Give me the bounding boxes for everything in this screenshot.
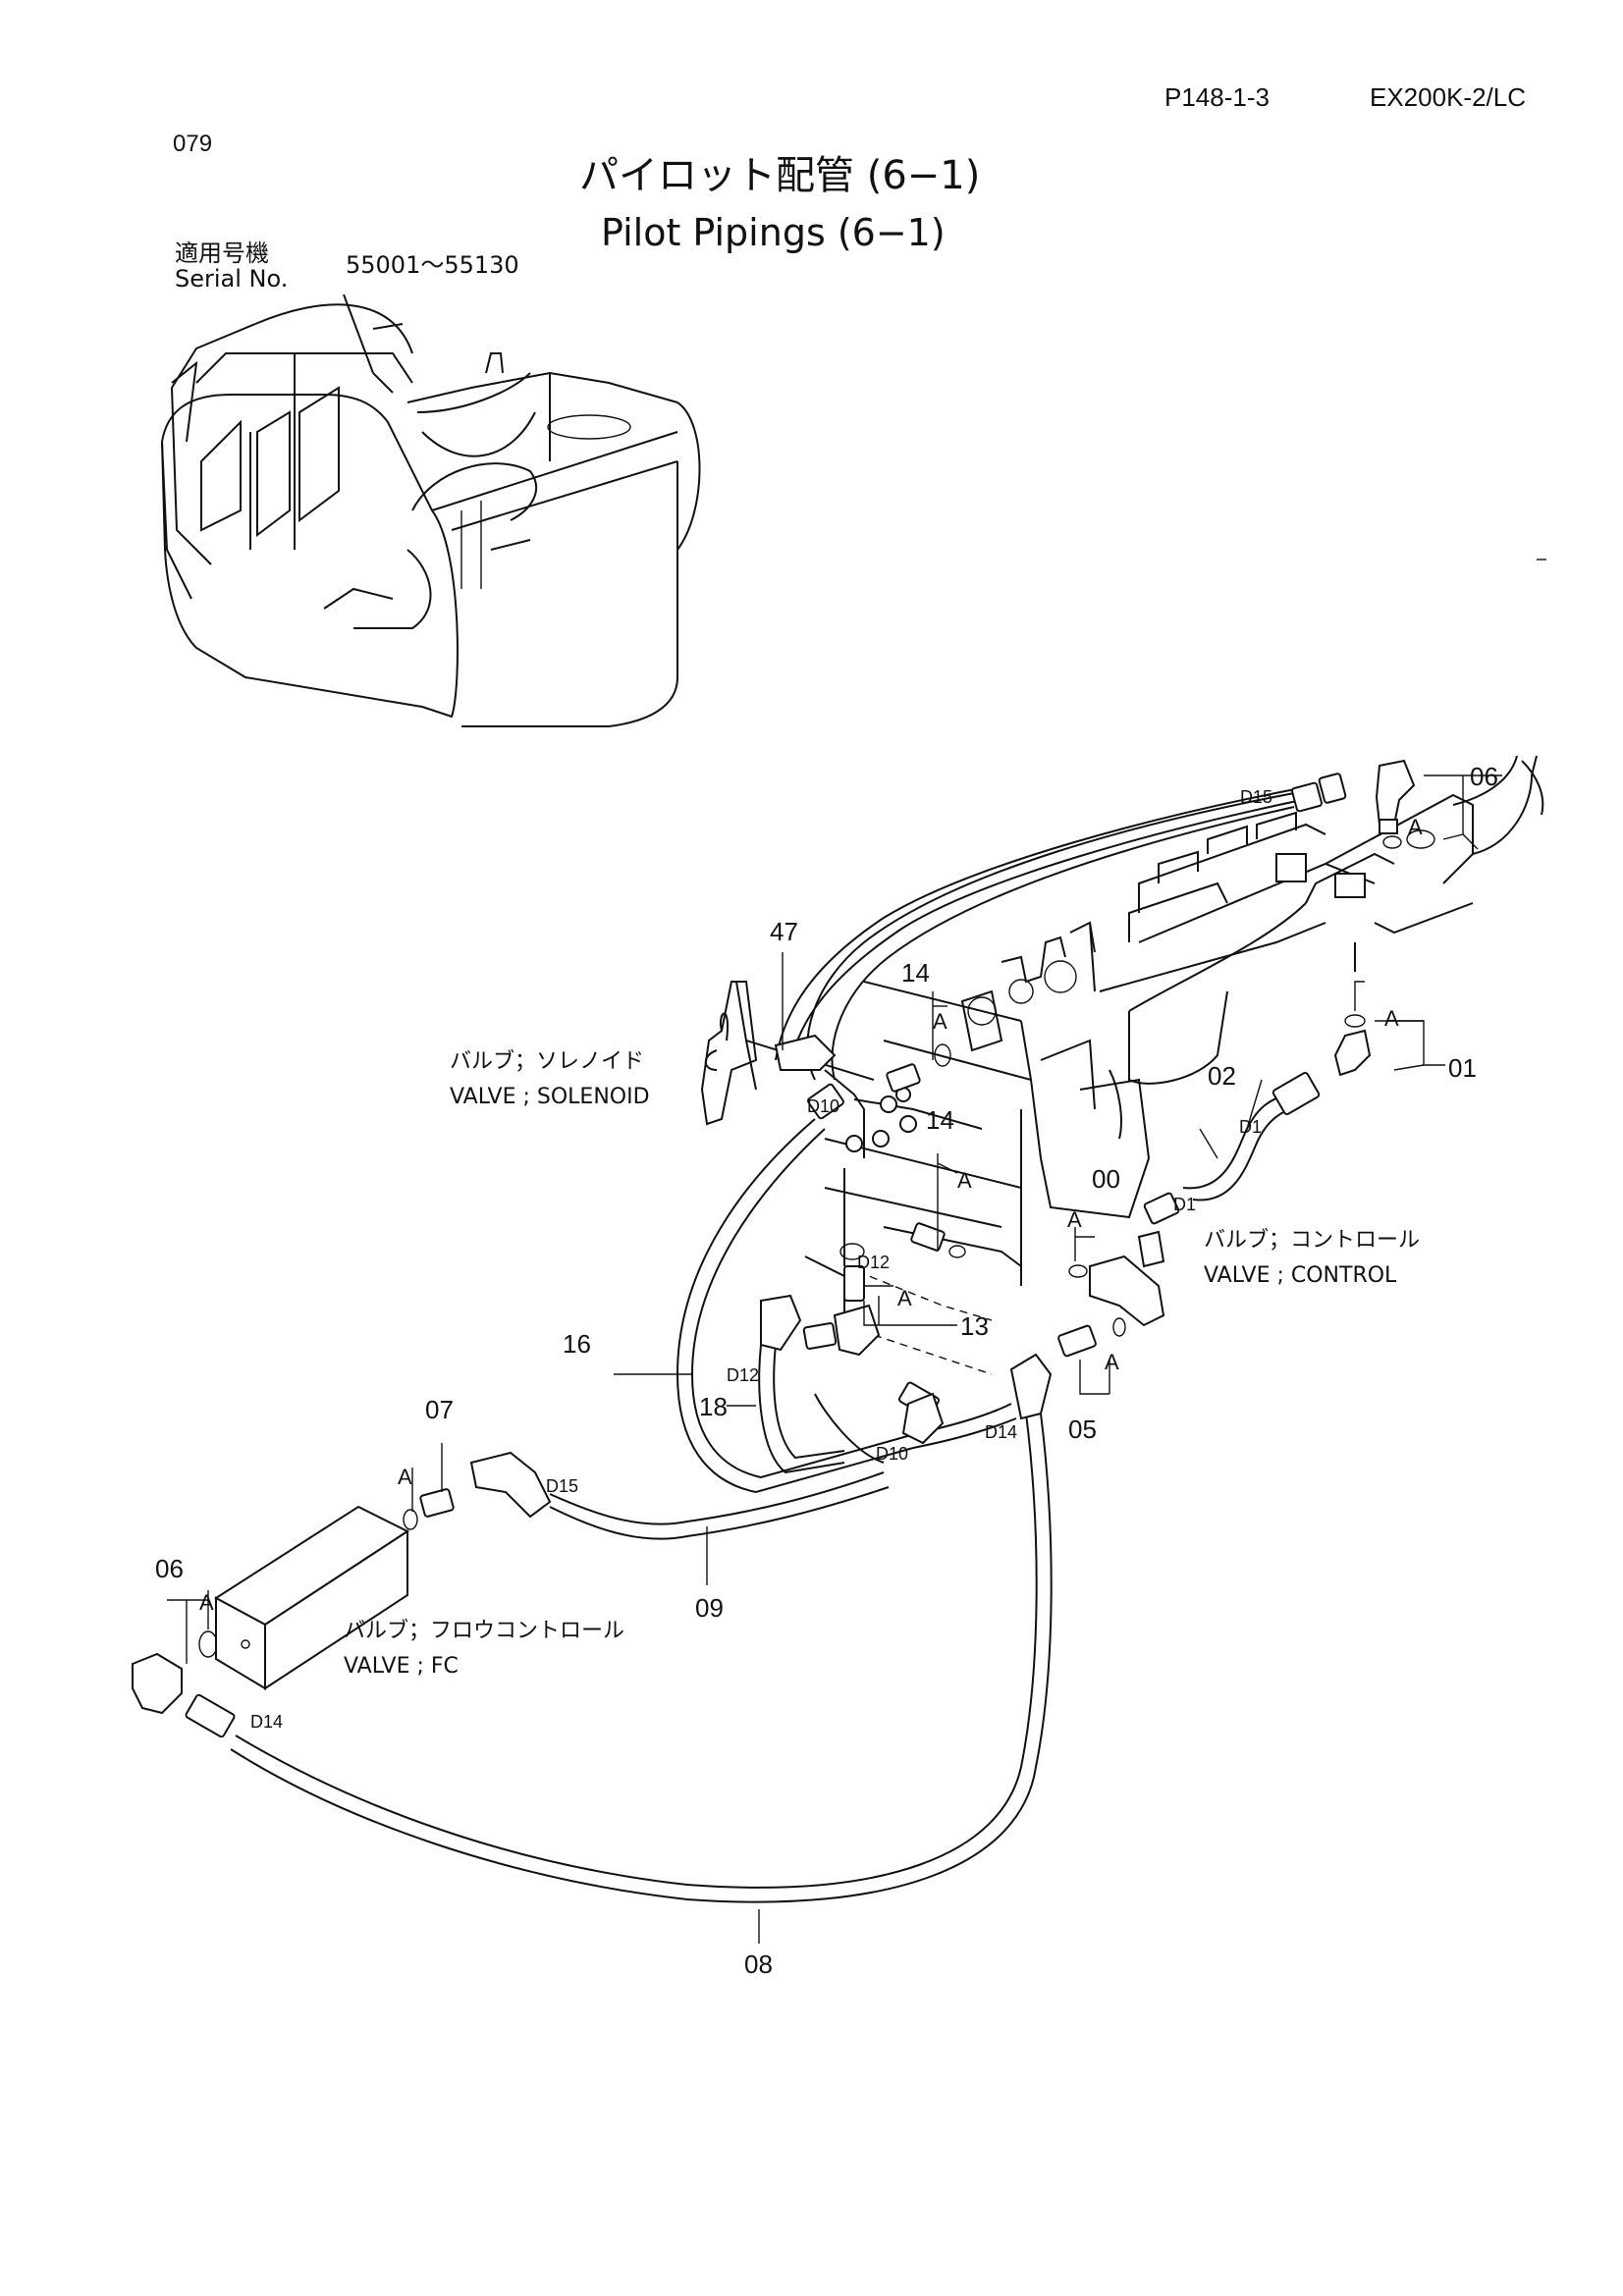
a-mark: A (1105, 1350, 1119, 1374)
callout-01: 01 (1448, 1053, 1477, 1083)
control-valve-assembly (700, 755, 1544, 1375)
tag-d1-b: D1 (1173, 1195, 1196, 1214)
serial-label-jp: 適用号機 (175, 240, 269, 267)
a-mark: A (398, 1465, 412, 1489)
hose-tags: D15 D15 D1 D1 D10 D10 D12 D12 D14 D14 (250, 787, 1272, 1732)
callout-02: 02 (1208, 1061, 1236, 1091)
tag-d10-a: D10 (807, 1096, 839, 1116)
leader-lines (167, 774, 1502, 1944)
serial-range: 55001〜55130 (346, 251, 519, 279)
solenoid-valve-label-en: VALVE ; SOLENOID (450, 1085, 650, 1109)
callout-00: 00 (1092, 1164, 1120, 1194)
solenoid-valve-label-jp: バルブ；ソレノイド (450, 1049, 644, 1074)
callout-06-left: 06 (155, 1554, 184, 1583)
callout-14-lower: 14 (926, 1105, 954, 1135)
callout-47: 47 (770, 917, 798, 946)
a-mark: A (897, 1286, 912, 1310)
excavator-thumbnail (160, 294, 701, 727)
page-code: P148-1-3 (1164, 82, 1270, 112)
callout-18: 18 (699, 1392, 728, 1421)
a-mark: A (1384, 1006, 1399, 1031)
a-mark: A (1408, 815, 1423, 839)
a-marks: A A A A A A A A A (199, 815, 1423, 1615)
a-mark: A (957, 1168, 972, 1193)
a-mark: A (1067, 1207, 1082, 1232)
callouts: 06 01 02 00 05 13 14 14 16 18 47 07 09 0… (155, 762, 1498, 1979)
tag-d12-a: D12 (857, 1253, 890, 1272)
serial-label-en: Serial No. (175, 265, 288, 293)
tag-d12-b: D12 (727, 1365, 759, 1385)
a-mark: A (933, 1009, 947, 1034)
callout-06-top: 06 (1470, 762, 1498, 791)
callout-09: 09 (695, 1593, 724, 1623)
component-labels: バルブ；ソレノイド VALVE ; SOLENOID バルブ；コントロール VA… (344, 1049, 1420, 1679)
callout-08: 08 (744, 1949, 773, 1979)
control-valve-label-jp: バルブ；コントロール (1204, 1228, 1420, 1253)
tag-d14-a: D14 (985, 1422, 1017, 1442)
model-code: EX200K-2/LC (1370, 82, 1526, 112)
callout-14-upper: 14 (901, 958, 930, 988)
fc-valve-label-en: VALVE ; FC (344, 1654, 459, 1679)
tag-d1-a: D1 (1239, 1117, 1262, 1137)
tag-d10-b: D10 (876, 1444, 908, 1464)
page-number: 079 (173, 131, 212, 157)
control-valve-label-en: VALVE ; CONTROL (1204, 1263, 1397, 1288)
callout-13: 13 (960, 1311, 989, 1341)
tag-d15-mid: D15 (546, 1476, 578, 1496)
a-mark: A (199, 1590, 214, 1615)
tag-d14-b: D14 (250, 1712, 283, 1732)
callout-07: 07 (425, 1395, 454, 1424)
fittings (132, 759, 1435, 1738)
tag-d15-top: D15 (1240, 787, 1272, 807)
callout-05: 05 (1068, 1415, 1097, 1444)
title-jp: パイロット配管 (6−1) (579, 153, 980, 198)
fc-valve-label-jp: バルブ；フロウコントロール (344, 1619, 624, 1643)
title-en: Pilot Pipings (6−1) (601, 211, 946, 254)
callout-16: 16 (563, 1329, 591, 1359)
